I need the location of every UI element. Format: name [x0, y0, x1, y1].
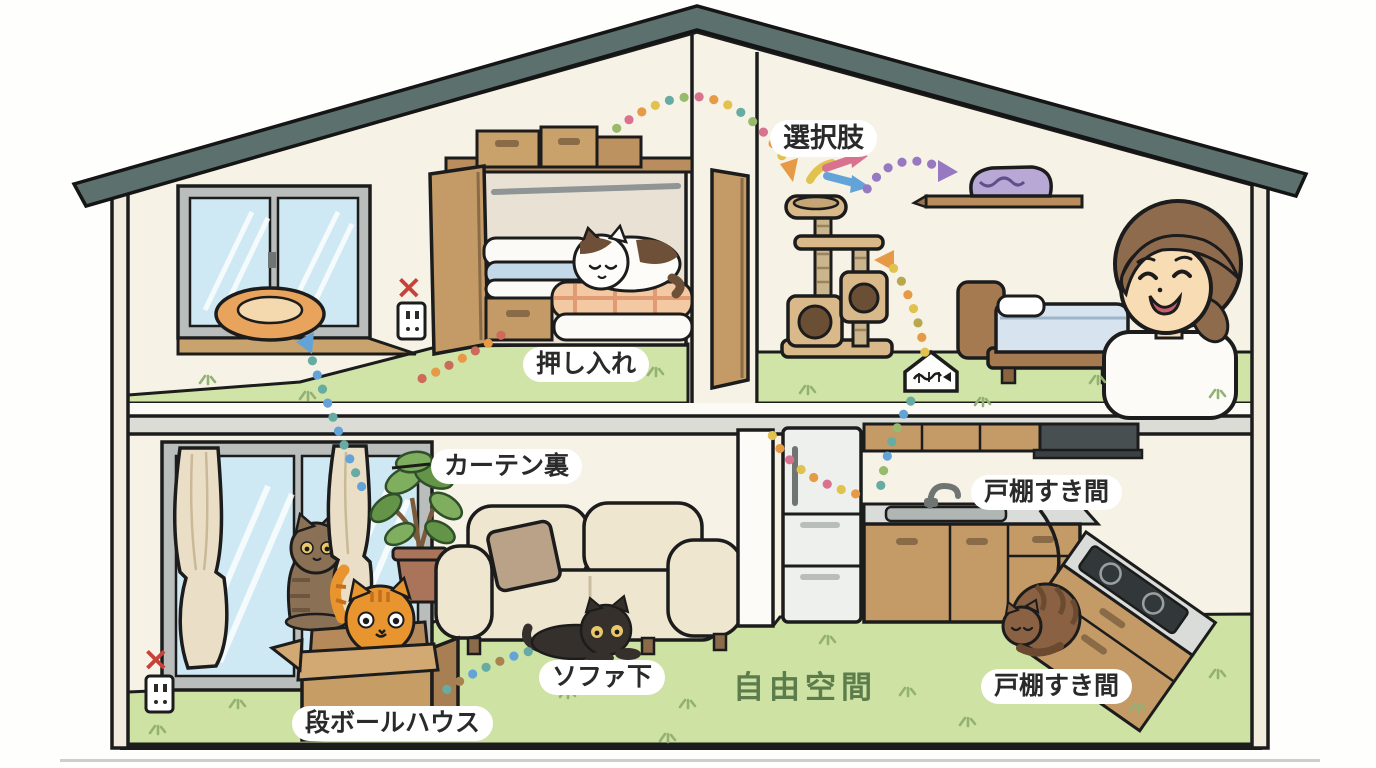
closet [428, 125, 694, 357]
cat-path-trails [296, 92, 958, 695]
label-behind-curtain: カーテン裏 [431, 449, 583, 484]
food-mat-icon [903, 349, 959, 393]
futon-stack [482, 236, 592, 342]
stove [1078, 545, 1189, 635]
calico-cat [572, 223, 685, 299]
faucet [924, 482, 961, 509]
black-cat [522, 594, 641, 664]
kitchen-cat [1001, 582, 1082, 657]
outlet-2f [396, 301, 427, 341]
arrowhead-blue-up [296, 332, 314, 354]
roof [71, 4, 1309, 209]
curtain-left [173, 446, 229, 670]
purple-cat-bed [969, 165, 1053, 198]
arrowhead-orange-left [874, 250, 894, 271]
orange-cat [330, 564, 416, 656]
cat-tower [780, 194, 894, 359]
arrow-branch-blue [823, 172, 858, 187]
label-free-space: 自由空間 [733, 670, 877, 706]
plaid-futon [550, 280, 694, 342]
arrowhead-purple [938, 160, 958, 182]
label-closet: 押し入れ [523, 347, 650, 382]
label-cupboard-gap-bottom: 戸棚すき間 [981, 669, 1133, 704]
red-x-icon: × [395, 267, 423, 306]
label-under-sofa: ソファ下 [539, 660, 666, 695]
woman [1102, 199, 1243, 420]
closet-boxes [475, 125, 643, 169]
fridge [781, 426, 863, 624]
red-x-icon: × [142, 639, 170, 678]
label-cardboard-house: 段ボールハウス [292, 706, 494, 741]
partition-door [710, 167, 750, 391]
pet-bed [214, 286, 326, 342]
outlet-1f [144, 674, 175, 714]
leader-lines [391, 462, 1061, 573]
closet-door [428, 163, 490, 357]
divider-wall [736, 428, 775, 628]
range-hood [1032, 422, 1144, 460]
label-cupboard-gap-top: 戸棚すき間 [971, 475, 1123, 510]
arrowhead-orange-down [780, 158, 798, 182]
arrow-branch-pink [822, 155, 856, 172]
label-choices: 選択肢 [770, 120, 877, 158]
